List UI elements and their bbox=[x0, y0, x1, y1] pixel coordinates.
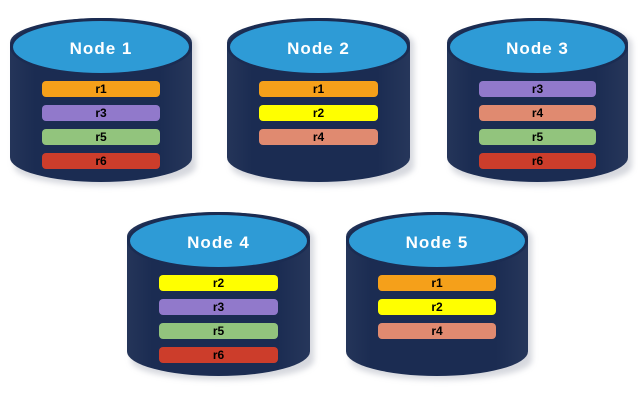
node-cylinder-5[interactable]: Node 5 r1 r2 r4 bbox=[346, 212, 532, 380]
node-label: Node 2 bbox=[287, 39, 350, 58]
node-cylinder-1[interactable]: Node 1 r1 r3 r5 r6 bbox=[10, 18, 196, 186]
cylinder-top-disc bbox=[227, 18, 410, 76]
node-label: Node 5 bbox=[405, 233, 469, 252]
record-bar[interactable]: r6 bbox=[42, 153, 160, 169]
record-list: r1 r3 r5 r6 bbox=[42, 81, 160, 169]
record-bar[interactable]: r5 bbox=[42, 129, 160, 145]
cylinder-top-disc bbox=[346, 212, 528, 270]
record-bar[interactable]: r4 bbox=[378, 323, 496, 339]
node-cylinder-3[interactable]: Node 3 r3 r4 r5 r6 bbox=[447, 18, 632, 186]
node-cylinder-2[interactable]: Node 2 r1 r2 r4 bbox=[227, 18, 414, 186]
record-bar[interactable]: r6 bbox=[159, 347, 278, 363]
record-bar[interactable]: r2 bbox=[259, 105, 378, 121]
record-list: r1 r2 r4 bbox=[259, 81, 378, 145]
record-bar[interactable]: r1 bbox=[259, 81, 378, 97]
record-bar[interactable]: r3 bbox=[479, 81, 596, 97]
record-bar[interactable]: r3 bbox=[159, 299, 278, 315]
record-bar[interactable]: r4 bbox=[259, 129, 378, 145]
record-bar[interactable]: r4 bbox=[479, 105, 596, 121]
record-bar[interactable]: r5 bbox=[479, 129, 596, 145]
record-bar[interactable]: r2 bbox=[159, 275, 278, 291]
cylinder-top-disc bbox=[10, 18, 192, 76]
record-bar[interactable]: r2 bbox=[378, 299, 496, 315]
record-list: r1 r2 r4 bbox=[378, 275, 496, 339]
node-label: Node 1 bbox=[69, 39, 133, 58]
record-bar[interactable]: r3 bbox=[42, 105, 160, 121]
cylinder-top-disc bbox=[447, 18, 628, 76]
record-list: r3 r4 r5 r6 bbox=[479, 81, 596, 169]
record-bar[interactable]: r5 bbox=[159, 323, 278, 339]
record-bar[interactable]: r1 bbox=[378, 275, 496, 291]
node-cylinder-4[interactable]: Node 4 r2 r3 r5 r6 bbox=[127, 212, 314, 380]
record-list: r2 r3 r5 r6 bbox=[159, 275, 278, 363]
record-bar[interactable]: r6 bbox=[479, 153, 596, 169]
node-label: Node 4 bbox=[187, 233, 250, 252]
node-label: Node 3 bbox=[506, 39, 569, 58]
record-bar[interactable]: r1 bbox=[42, 81, 160, 97]
cylinder-top-disc bbox=[127, 212, 310, 270]
